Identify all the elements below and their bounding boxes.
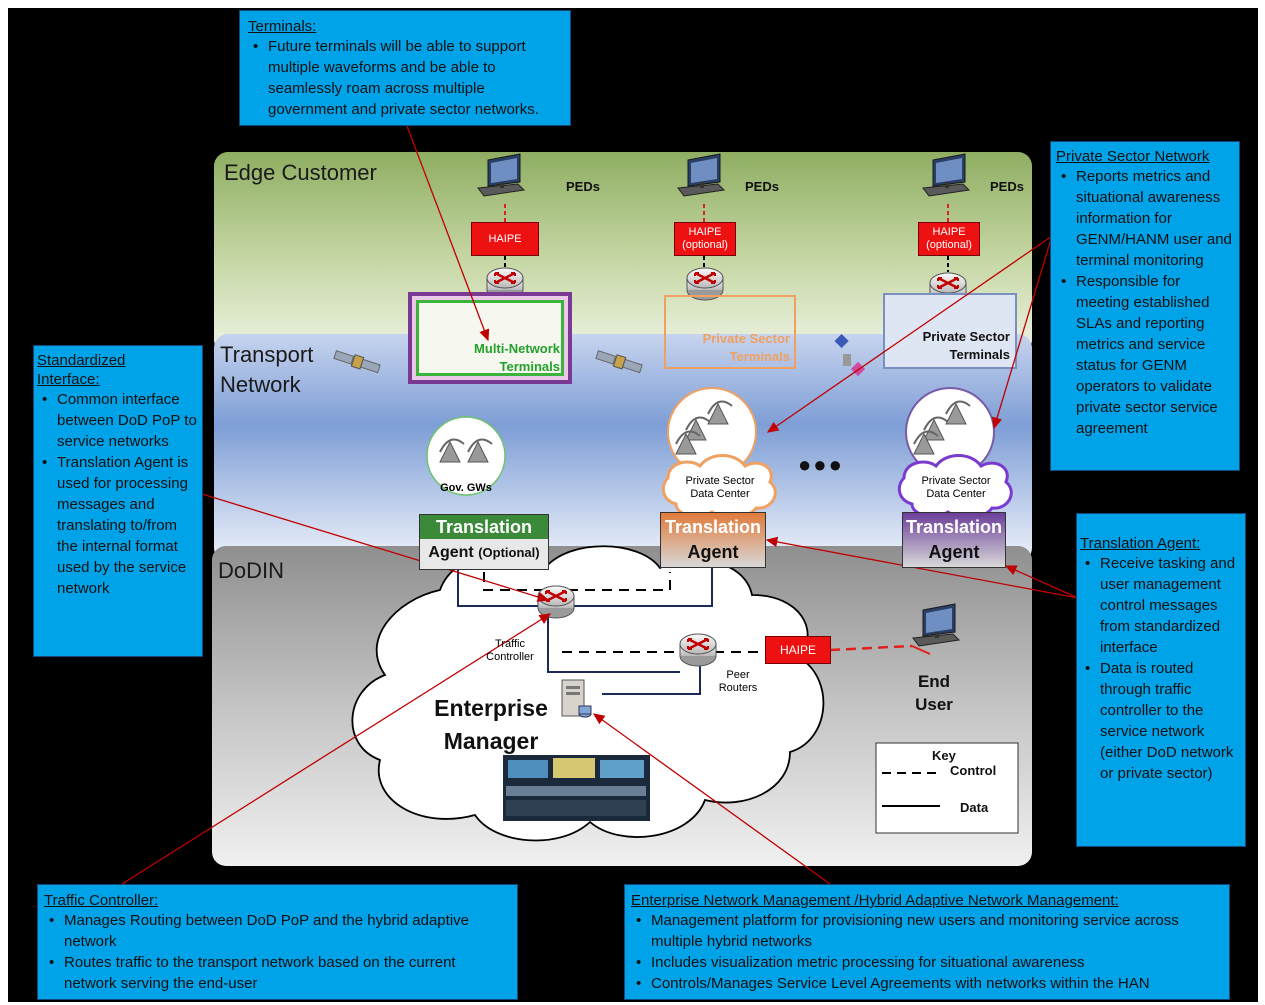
callout-bullet: Includes visualization metric processing… [631, 952, 1223, 973]
data-center-line1: Private Sector [685, 475, 755, 487]
translation-agent-line1: Translation [905, 517, 1003, 537]
translation-agent-line2: Agent [928, 542, 980, 562]
transport-network-title-line2: Network [220, 372, 301, 397]
haipe-device: HAIPE [765, 636, 831, 664]
callout-private-sector-network: Private Sector Network Reports metrics a… [1050, 141, 1240, 471]
enterprise-line2: Manager [443, 728, 539, 754]
gov-gws-label: Gov. GWs [440, 482, 492, 494]
key-title: Key [932, 748, 956, 763]
end-user-line1: End [917, 672, 951, 691]
callout-enterprise-network-management: Enterprise Network Management /Hybrid Ad… [624, 884, 1230, 1000]
callout-bullets: Receive tasking and user management cont… [1080, 553, 1242, 784]
callout-bullet: Management platform for provisioning new… [631, 910, 1223, 952]
private-sector-terminals-label: Private Sector Terminals [888, 328, 1010, 364]
peds-label: PEDs [745, 179, 779, 194]
key-control-label: Control [950, 763, 997, 778]
callout-bullet: Controls/Manages Service Level Agreement… [631, 973, 1223, 994]
translation-agent-line2: Agent [687, 542, 739, 562]
callout-bullet: Translation Agent is used for processing… [37, 452, 199, 599]
traffic-controller-line1: Traffic [495, 638, 525, 650]
data-center-line2: Data Center [926, 488, 986, 500]
callout-bullet: Receive tasking and user management cont… [1080, 553, 1242, 658]
callout-translation-agent: Translation Agent: Receive tasking and u… [1076, 513, 1246, 847]
edge-customer-title: Edge Customer [224, 160, 377, 185]
private-sector-data-center: Private Sector Data Center [908, 475, 1004, 501]
callout-title: Enterprise Network Management /Hybrid Ad… [631, 892, 1119, 909]
peds-label: PEDs [566, 179, 600, 194]
callout-bullet: Common interface between DoD PoP to serv… [37, 389, 199, 452]
callout-title: Standardized Interface: [37, 352, 126, 388]
translation-agent-line1: Translation [420, 515, 548, 539]
dodin-title: DoDIN [218, 558, 285, 583]
peer-routers-line2: Routers [718, 682, 758, 694]
callout-title: Terminals: [248, 18, 317, 35]
callout-bullet: Data is routed through traffic controlle… [1080, 658, 1242, 784]
more-networks-ellipsis: ●●● [798, 452, 844, 477]
haipe-device: HAIPE [471, 222, 539, 256]
haipe-optional-device: HAIPE(optional) [674, 222, 736, 256]
private-sector-data-center: Private Sector Data Center [672, 475, 768, 501]
callout-bullet: Manages Routing between DoD PoP and the … [44, 910, 511, 952]
translation-agent-private-2: Translation Agent [902, 512, 1006, 568]
haipe-label: HAIPE [779, 643, 816, 657]
private-sector-line2: Terminals [729, 349, 790, 364]
private-sector-line2: Terminals [949, 347, 1010, 362]
enterprise-manager-label: Enterprise Manager [428, 692, 554, 758]
data-center-line2: Data Center [690, 488, 750, 500]
haipe-optional-label: (optional) [682, 239, 728, 251]
multi-network-line1: Multi-Network [474, 341, 560, 356]
traffic-controller-label: Traffic Controller [486, 638, 534, 664]
callout-bullets: Common interface between DoD PoP to serv… [37, 389, 199, 599]
enterprise-line1: Enterprise [434, 695, 548, 721]
end-user-line2: User [915, 695, 953, 714]
callout-bullet: Future terminals will be able to support… [248, 36, 562, 120]
callout-bullets: Manages Routing between DoD PoP and the … [44, 910, 511, 994]
private-sector-line1: Private Sector [702, 331, 790, 346]
haipe-label: HAIPE [688, 226, 722, 238]
haipe-label: HAIPE [932, 226, 966, 238]
private-sector-line1: Private Sector [922, 329, 1010, 344]
transport-network-title-line1: Transport [220, 342, 314, 367]
translation-agent-optional: (Optional) [478, 545, 540, 560]
key-data-label: Data [960, 800, 989, 815]
callout-bullet: Routes traffic to the transport network … [44, 952, 511, 994]
multi-network-terminals-label: Multi-Network Terminals [420, 340, 560, 376]
multi-network-line2: Terminals [499, 359, 560, 374]
callout-title: Private Sector Network [1056, 148, 1210, 165]
translation-agent-line1: Translation [664, 517, 762, 537]
callout-traffic-controller: Traffic Controller: Manages Routing betw… [37, 884, 518, 1000]
peds-label: PEDs [990, 179, 1024, 194]
traffic-controller-line2: Controller [486, 651, 534, 663]
callout-bullets: Reports metrics and situational awarenes… [1056, 166, 1234, 439]
callout-title: Traffic Controller: [44, 892, 159, 909]
haipe-optional-device: HAIPE(optional) [918, 222, 980, 256]
callout-bullets: Management platform for provisioning new… [631, 910, 1223, 994]
peer-routers-label: Peer Routers [712, 669, 764, 695]
callout-bullet: Reports metrics and situational awarenes… [1056, 166, 1234, 271]
private-sector-terminals-label: Private Sector Terminals [670, 330, 790, 366]
translation-agent-line2: Agent [428, 544, 474, 561]
callout-standardized-interface: Standardized Interface: Common interface… [33, 345, 203, 657]
callout-bullet: Responsible for meeting established SLAs… [1056, 271, 1234, 439]
callout-terminals: Terminals: Future terminals will be able… [239, 10, 571, 126]
haipe-label: HAIPE [488, 233, 522, 245]
peer-routers-line1: Peer [726, 669, 750, 681]
callout-title: Translation Agent: [1080, 535, 1201, 552]
callout-bullets: Future terminals will be able to support… [248, 36, 562, 120]
haipe-optional-label: (optional) [926, 239, 972, 251]
end-user-label: End User [904, 670, 964, 716]
translation-agent-private: Translation Agent [660, 512, 766, 568]
translation-agent-gov: Translation Agent (Optional) [419, 514, 549, 570]
data-center-line1: Private Sector [921, 475, 991, 487]
